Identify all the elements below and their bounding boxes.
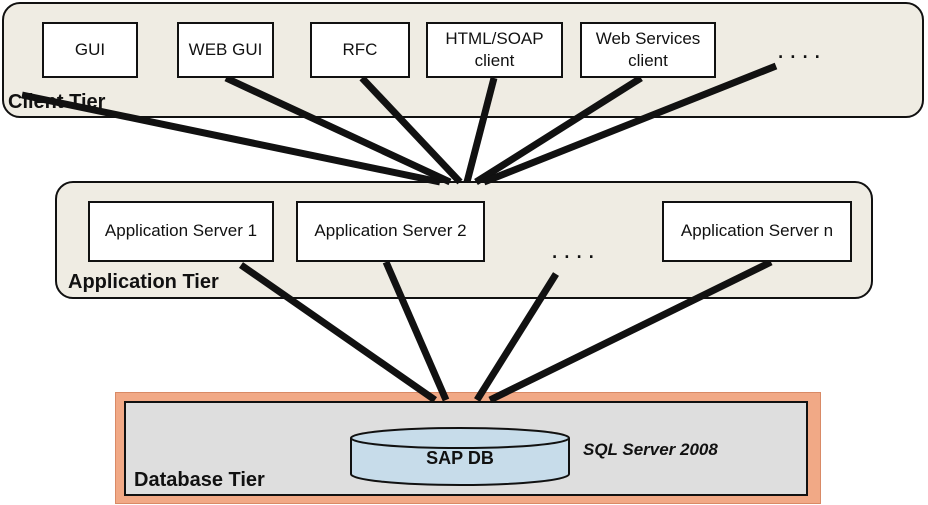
more-servers-ellipsis: .... (551, 234, 600, 264)
client-web-gui-box: WEB GUI (177, 22, 274, 78)
connector-app-server-2 (382, 260, 450, 402)
application-tier-label: Application Tier (68, 271, 219, 293)
sql-server-label: SQL Server 2008 (583, 440, 718, 459)
connector-gui (21, 91, 441, 186)
connector-html-soap (463, 77, 498, 183)
connector-app-server-n (488, 258, 773, 404)
application-server-1-box: Application Server 1 (88, 201, 274, 262)
more-clients-ellipsis: .... (777, 34, 826, 64)
database-tier-label: Database Tier (134, 469, 265, 491)
sap-db-label: SAP DB (426, 448, 494, 468)
connector-more-servers (474, 272, 559, 402)
connector-more-clients (482, 62, 778, 186)
connector-rfc (359, 75, 463, 185)
client-html-soap-box: HTML/SOAP client (426, 22, 563, 78)
client-rfc-box: RFC (310, 22, 410, 78)
application-server-n-box: Application Server n (662, 201, 852, 262)
connector-web-services (474, 75, 643, 185)
connector-web-gui (224, 74, 452, 186)
client-gui-box: GUI (42, 22, 138, 78)
connector-app-server-1 (239, 262, 437, 403)
client-tier-label: Client Tier (8, 91, 106, 113)
database-cylinder-icon (350, 427, 570, 486)
application-server-2-box: Application Server 2 (296, 201, 485, 262)
client-web-services-box: Web Services client (580, 22, 716, 78)
